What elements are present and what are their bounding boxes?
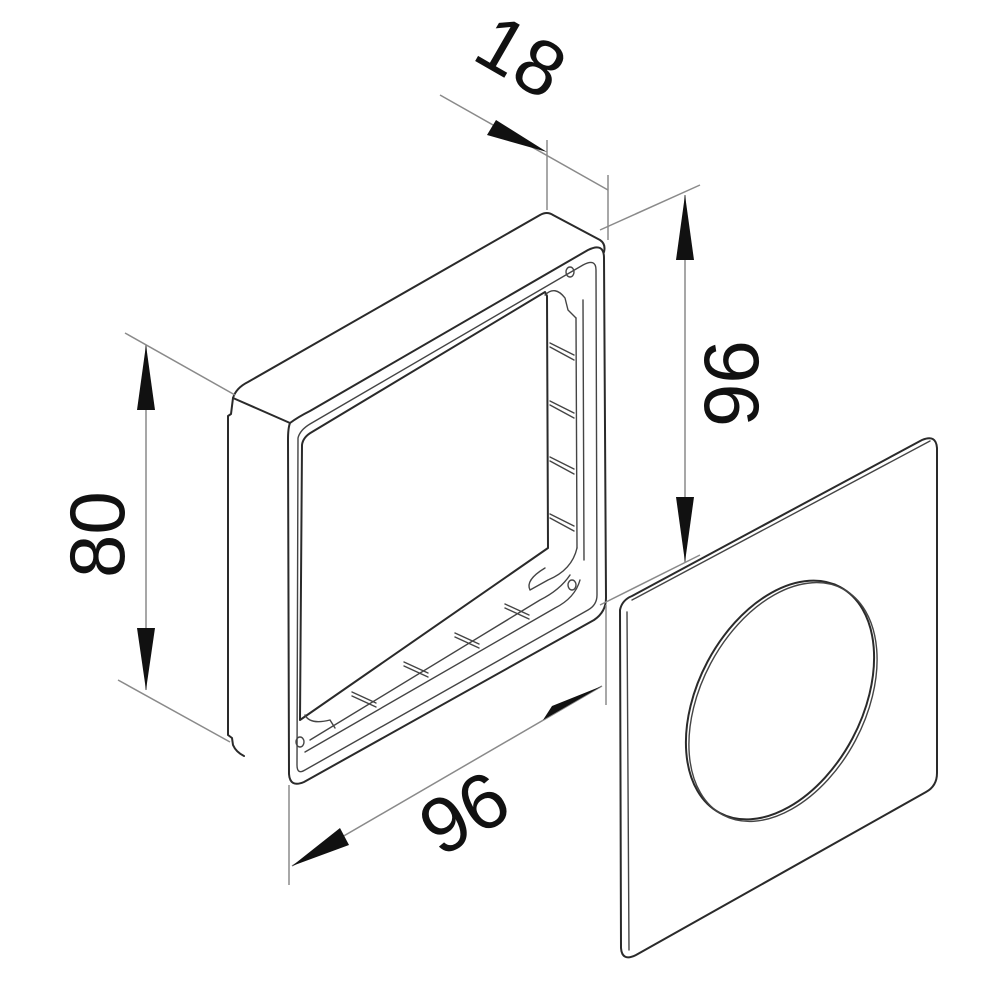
dimension-frame-height: 80 [53,332,236,743]
screw-hole-top-right [565,266,575,278]
arrow-depth [487,120,547,152]
dimension-frame-width-label: 96 [405,753,524,873]
arrow-plate-height-bottom [676,497,694,562]
surface-mount-frame [227,212,607,785]
arrow-frame-width-right [543,686,602,720]
dimension-frame-height-label: 80 [53,491,141,578]
dimension-depth: 18 [439,0,609,240]
arrow-plate-height-top [676,195,694,260]
dimension-plate-height: 96 [599,184,776,606]
dimension-depth-label: 18 [462,0,581,116]
cover-plate [619,437,938,959]
screw-hole-bottom-right [567,579,577,591]
dimension-plate-height-label: 96 [688,340,776,427]
arrow-frame-height-bottom [137,628,155,690]
screw-hole-bottom-left [295,736,305,748]
arrow-frame-height-top [137,345,155,410]
arrow-frame-width-left [292,828,349,866]
